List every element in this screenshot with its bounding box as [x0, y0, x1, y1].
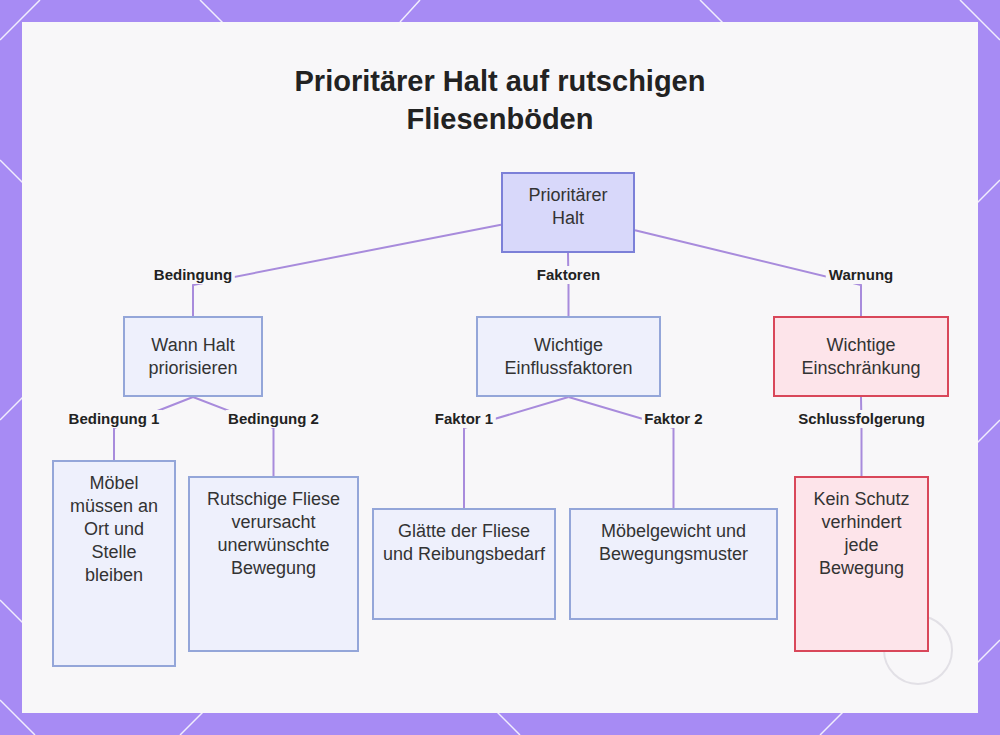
connector-line — [193, 225, 501, 316]
box-text: Wichtige Einflussfaktoren — [486, 334, 651, 380]
box-text: Rutschige Fliese verursacht unerwünschte… — [198, 488, 349, 580]
box-text-group: Rutschige Fliese verursacht unerwünschte… — [198, 488, 349, 580]
warning-box: Kein Schutz verhindert jede Bewegung — [794, 476, 929, 652]
box-text: Wann Halt priorisieren — [133, 334, 253, 380]
box-text: Wichtige Einschränkung — [783, 334, 939, 380]
connector-line — [860, 397, 863, 476]
edge-label: Faktoren — [534, 266, 603, 284]
box-text: Möbelgewicht und Bewegungsmuster — [579, 520, 768, 566]
box-text-group: Prioritärer Halt — [511, 184, 625, 230]
box-text-group: Glätte der Fliese und Reibungsbedarf — [382, 520, 546, 566]
topic-box: Wann Halt priorisieren — [123, 316, 263, 397]
topic-box: Rutschige Fliese verursacht unerwünschte… — [188, 476, 359, 652]
edge-label: Bedingung 1 — [66, 410, 163, 428]
diagram-title: Prioritärer Halt auf rutschigen Fliesenb… — [250, 62, 750, 138]
box-text-group: Möbelgewicht und Bewegungsmuster — [579, 520, 768, 566]
root-box: Prioritärer Halt — [501, 172, 635, 253]
edge-label: Faktor 2 — [641, 410, 705, 428]
topic-box: Wichtige Einflussfaktoren — [476, 316, 661, 397]
edge-label: Faktor 1 — [432, 410, 496, 428]
box-text-group: Wichtige Einschränkung — [783, 334, 939, 380]
topic-box: Möbel müssen an Ort und Stelle bleiben — [52, 460, 176, 667]
topic-box: Möbelgewicht und Bewegungsmuster — [569, 508, 778, 620]
box-text-group: Kein Schutz verhindert jede Bewegung — [804, 488, 919, 580]
edge-label: Bedingung — [151, 266, 235, 284]
box-text: Kein Schutz verhindert jede Bewegung — [804, 488, 919, 580]
connector-line — [567, 253, 570, 316]
connector-line — [114, 397, 193, 460]
box-text: Prioritärer Halt — [511, 184, 625, 230]
topic-box: Glätte der Fliese und Reibungsbedarf — [372, 508, 556, 620]
warning-box: Wichtige Einschränkung — [773, 316, 949, 397]
edge-label: Warnung — [826, 266, 896, 284]
box-text: Möbel müssen an Ort und Stelle bleiben — [62, 472, 166, 587]
box-text-group: Möbel müssen an Ort und Stelle bleiben — [62, 472, 166, 587]
connector-line — [193, 397, 274, 476]
edge-label: Bedingung 2 — [225, 410, 322, 428]
edge-label: Schlussfolgerung — [795, 410, 928, 428]
box-text: Glätte der Fliese und Reibungsbedarf — [382, 520, 546, 566]
box-text-group: Wichtige Einflussfaktoren — [486, 334, 651, 380]
box-text-group: Wann Halt priorisieren — [133, 334, 253, 380]
